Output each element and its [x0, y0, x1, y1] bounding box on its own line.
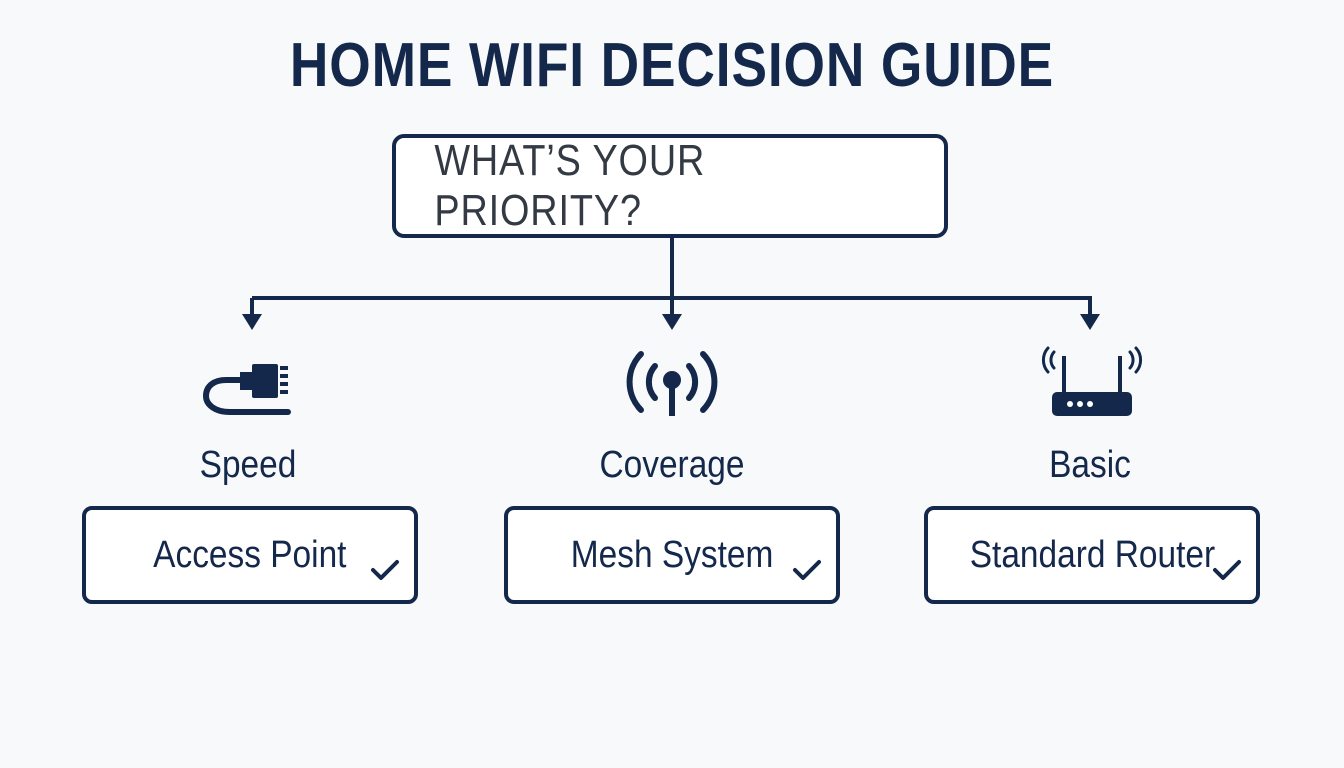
option-label-mesh-system: Mesh System	[570, 533, 774, 576]
wireless-signal-icon	[626, 351, 718, 416]
question-box: WHAT’S YOUR PRIORITY?	[392, 134, 948, 238]
router-icon	[1041, 346, 1143, 416]
option-standard-router[interactable]: Standard Router	[924, 506, 1260, 604]
category-label-coverage: Coverage	[599, 444, 745, 486]
check-icon	[371, 560, 399, 580]
check-icon	[793, 560, 821, 580]
page-title: HOME WIFI DECISION GUIDE	[289, 31, 1055, 100]
arrow-speed	[242, 314, 262, 330]
option-label-access-point: Access Point	[153, 533, 347, 576]
option-label-standard-router: Standard Router	[969, 533, 1215, 576]
arrow-coverage	[662, 314, 682, 330]
question-text: WHAT’S YOUR PRIORITY?	[434, 136, 706, 235]
ethernet-cable-icon	[202, 364, 291, 415]
option-access-point[interactable]: Access Point	[82, 506, 418, 604]
category-label-speed: Speed	[199, 444, 297, 486]
option-mesh-system[interactable]: Mesh System	[504, 506, 840, 604]
category-label-basic: Basic	[1049, 444, 1131, 486]
check-icon	[1213, 560, 1241, 580]
arrow-basic	[1080, 314, 1100, 330]
